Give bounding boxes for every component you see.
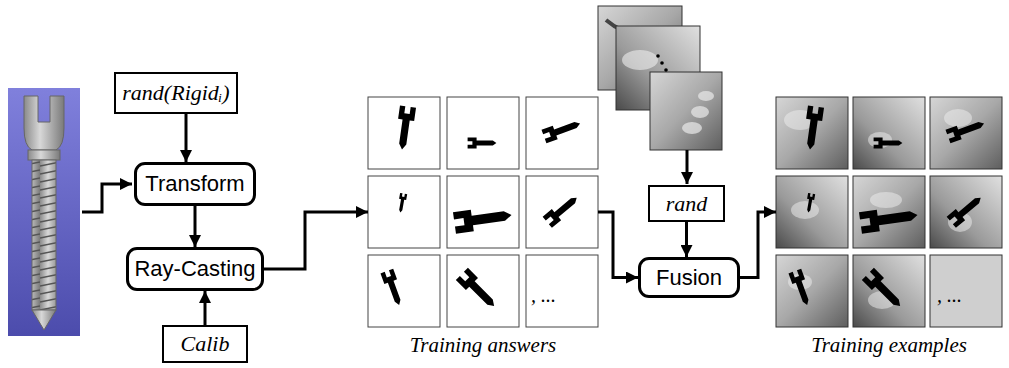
input-box: Calib bbox=[162, 325, 248, 363]
caption: Training answers bbox=[368, 333, 598, 357]
screw-masks bbox=[381, 105, 583, 312]
flow-arrow bbox=[204, 291, 207, 325]
random-box: rand(Rigidᵢ) bbox=[114, 72, 238, 114]
example-tiles bbox=[776, 97, 1002, 327]
flow-line bbox=[82, 184, 132, 212]
process-box: Ray-Casting bbox=[126, 247, 264, 291]
image-grid: , ...Training answers bbox=[368, 97, 598, 327]
ellipsis-text: , ... bbox=[531, 284, 556, 306]
box-label: Calib bbox=[181, 331, 230, 357]
flow-arrow bbox=[264, 212, 368, 269]
flow-arrow bbox=[185, 114, 188, 162]
random-box: rand bbox=[648, 185, 725, 222]
process-box: Transform bbox=[134, 162, 256, 206]
ellipsis-text: , ... bbox=[937, 284, 962, 306]
box-label: Ray-Casting bbox=[134, 256, 255, 282]
box-label: Fusion bbox=[656, 265, 722, 291]
box-label: Transform bbox=[145, 171, 244, 197]
screw-overlays bbox=[789, 105, 987, 312]
box-label: rand bbox=[666, 191, 708, 217]
flow-arrow bbox=[740, 212, 776, 278]
process-box: Fusion bbox=[638, 257, 740, 298]
screw-model bbox=[8, 88, 80, 336]
caption: Training examples bbox=[776, 333, 1002, 357]
image-grid: , ...Training examples bbox=[776, 97, 1002, 327]
flow-arrow bbox=[194, 206, 197, 247]
flow-line bbox=[686, 150, 689, 184]
answer-tiles bbox=[368, 97, 598, 327]
flow-arrow bbox=[598, 212, 638, 278]
xray-stack bbox=[598, 6, 722, 150]
box-label: rand(Rigidᵢ) bbox=[122, 80, 229, 106]
flow-arrow bbox=[685, 222, 688, 257]
